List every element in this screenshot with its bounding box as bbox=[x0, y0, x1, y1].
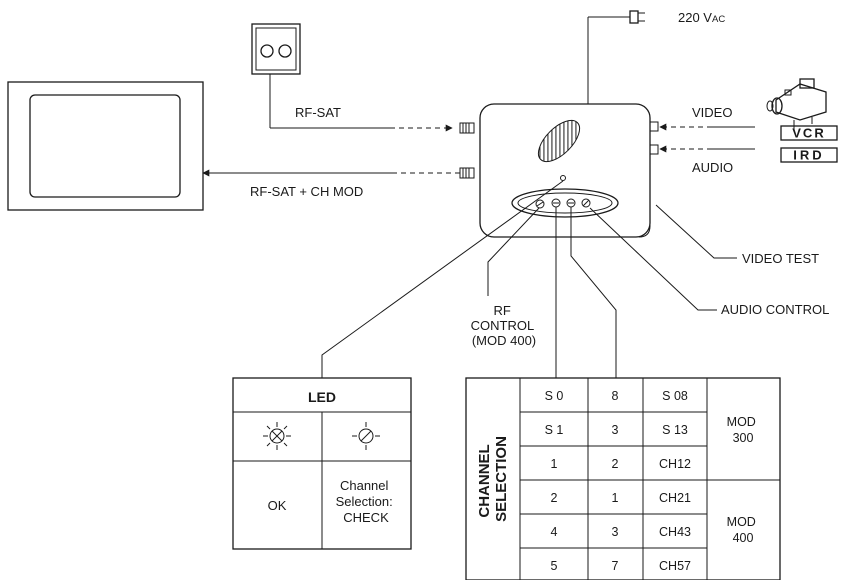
channel-cell-r2-c0: 1 bbox=[551, 457, 558, 471]
led-table-title: LED bbox=[308, 389, 336, 405]
mod-400-label: MOD 400 bbox=[727, 515, 760, 545]
led-indicator bbox=[560, 175, 566, 181]
channel-cell-r1-c1: 3 bbox=[612, 423, 619, 437]
modulator-unit bbox=[479, 103, 651, 238]
led-on-icon bbox=[263, 422, 291, 450]
channel-cell-r2-c2: CH12 bbox=[659, 457, 691, 471]
speaker-grille bbox=[537, 119, 581, 163]
channel-cell-r3-c1: 1 bbox=[612, 491, 619, 505]
power-label: 220 VAC bbox=[678, 10, 725, 25]
channel-cell-r2-c1: 2 bbox=[612, 457, 619, 471]
rf-sat-wall-socket bbox=[251, 23, 453, 132]
mod-300-label: MOD 300 bbox=[727, 415, 760, 445]
rf-sat-ch-mod-label: RF-SAT + CH MOD bbox=[250, 184, 363, 199]
rf-in-connector bbox=[459, 122, 475, 134]
rf-control-knob bbox=[535, 199, 545, 209]
control-panel bbox=[511, 188, 619, 218]
channel-cell-r0-c2: S 08 bbox=[662, 389, 688, 403]
led-check-label: Channel Selection: CHECK bbox=[336, 478, 397, 525]
audio-control-label: AUDIO CONTROL bbox=[721, 302, 829, 317]
channel-cell-r1-c2: S 13 bbox=[662, 423, 688, 437]
ird-label: IRD bbox=[793, 148, 824, 163]
channel-cell-r1-c0: S 1 bbox=[545, 423, 564, 437]
channel-cell-r4-c0: 4 bbox=[551, 525, 558, 539]
rf-sat-label: RF-SAT bbox=[295, 105, 341, 120]
channel-cell-r5-c2: CH57 bbox=[659, 559, 691, 573]
ird-source-box: IRD bbox=[780, 147, 838, 163]
video-test-label: VIDEO TEST bbox=[742, 251, 819, 266]
audio-control-leader bbox=[589, 207, 717, 311]
channel-cell-r4-c2: CH43 bbox=[659, 525, 691, 539]
audio-in-connector bbox=[649, 144, 659, 155]
led-table: LED OK Channel Selection: CHECK bbox=[232, 377, 412, 550]
led-leader bbox=[321, 180, 564, 378]
channel-cell-r0-c0: S 0 bbox=[545, 389, 564, 403]
channel-cell-r5-c1: 7 bbox=[612, 559, 619, 573]
channel-cell-r4-c1: 3 bbox=[612, 525, 619, 539]
led-blink-icon bbox=[352, 422, 380, 450]
audio-knob bbox=[581, 198, 591, 208]
tv-set bbox=[7, 81, 204, 211]
led-ok-label: OK bbox=[268, 498, 287, 513]
video-in-connector bbox=[649, 121, 659, 132]
channel-cell-r3-c2: CH21 bbox=[659, 491, 691, 505]
channel-cell-r3-c0: 2 bbox=[551, 491, 558, 505]
channel-cell-r5-c0: 5 bbox=[551, 559, 558, 573]
channel-cell-r0-c1: 8 bbox=[612, 389, 619, 403]
vcr-label: VCR bbox=[792, 126, 825, 141]
video-camera-icon bbox=[766, 78, 827, 130]
rf-control-leader bbox=[487, 207, 540, 296]
rf-control-label: RF CONTROL (MOD 400) bbox=[471, 303, 538, 348]
audio-label: AUDIO bbox=[692, 160, 733, 175]
channel-knob-2-leader bbox=[570, 207, 617, 378]
rf-out-connector bbox=[459, 167, 475, 179]
video-label: VIDEO bbox=[692, 105, 732, 120]
vcr-source-box: VCR bbox=[780, 125, 838, 141]
channel-selection-side-label: CHANNEL SELECTION bbox=[476, 436, 510, 522]
video-test-leader bbox=[655, 204, 737, 259]
power-cable bbox=[587, 10, 645, 104]
